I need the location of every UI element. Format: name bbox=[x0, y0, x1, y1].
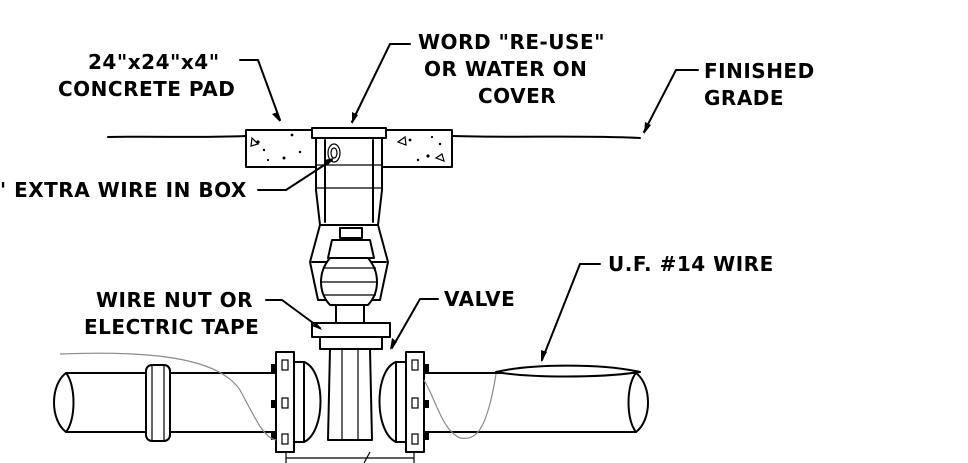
uf-wire-bundle bbox=[495, 364, 641, 378]
label-wire-nut-line2: ELECTRIC TAPE bbox=[84, 315, 259, 339]
label-extra-wire: ' EXTRA WIRE IN BOX bbox=[0, 178, 247, 202]
finished-grade-line bbox=[107, 135, 641, 139]
leader-wire-nut bbox=[265, 299, 321, 329]
leader-finished-grade bbox=[643, 69, 699, 133]
label-cover-line2: OR WATER ON bbox=[424, 57, 587, 81]
leader-concrete-pad bbox=[239, 59, 281, 121]
label-cover-line3: COVER bbox=[478, 84, 556, 108]
pipe-coupling bbox=[145, 364, 171, 442]
leader-valve bbox=[391, 298, 439, 349]
valve-bonnet bbox=[311, 227, 391, 350]
valve-sleeve bbox=[285, 451, 415, 463]
label-wire-nut-line1: WIRE NUT OR bbox=[96, 288, 253, 312]
leader-cover bbox=[351, 43, 411, 123]
label-concrete-pad: CONCRETE PAD bbox=[58, 77, 235, 101]
label-valve: VALVE bbox=[444, 287, 515, 311]
wire-coil bbox=[327, 143, 341, 163]
label-finished-grade-line1: FINISHED bbox=[704, 59, 815, 83]
label-concrete-pad-size: 24"x24"x4" bbox=[88, 50, 220, 74]
label-uf-wire: U.F. #14 WIRE bbox=[608, 252, 774, 276]
label-finished-grade-line2: GRADE bbox=[704, 86, 784, 110]
leader-uf-wire bbox=[541, 263, 601, 361]
wire-route bbox=[59, 352, 277, 441]
leader-arrowheads bbox=[272, 112, 651, 362]
leader-extra-wire bbox=[257, 159, 333, 191]
label-cover-line1: WORD "RE-USE" bbox=[418, 30, 605, 54]
gate-valve-body bbox=[271, 348, 429, 453]
